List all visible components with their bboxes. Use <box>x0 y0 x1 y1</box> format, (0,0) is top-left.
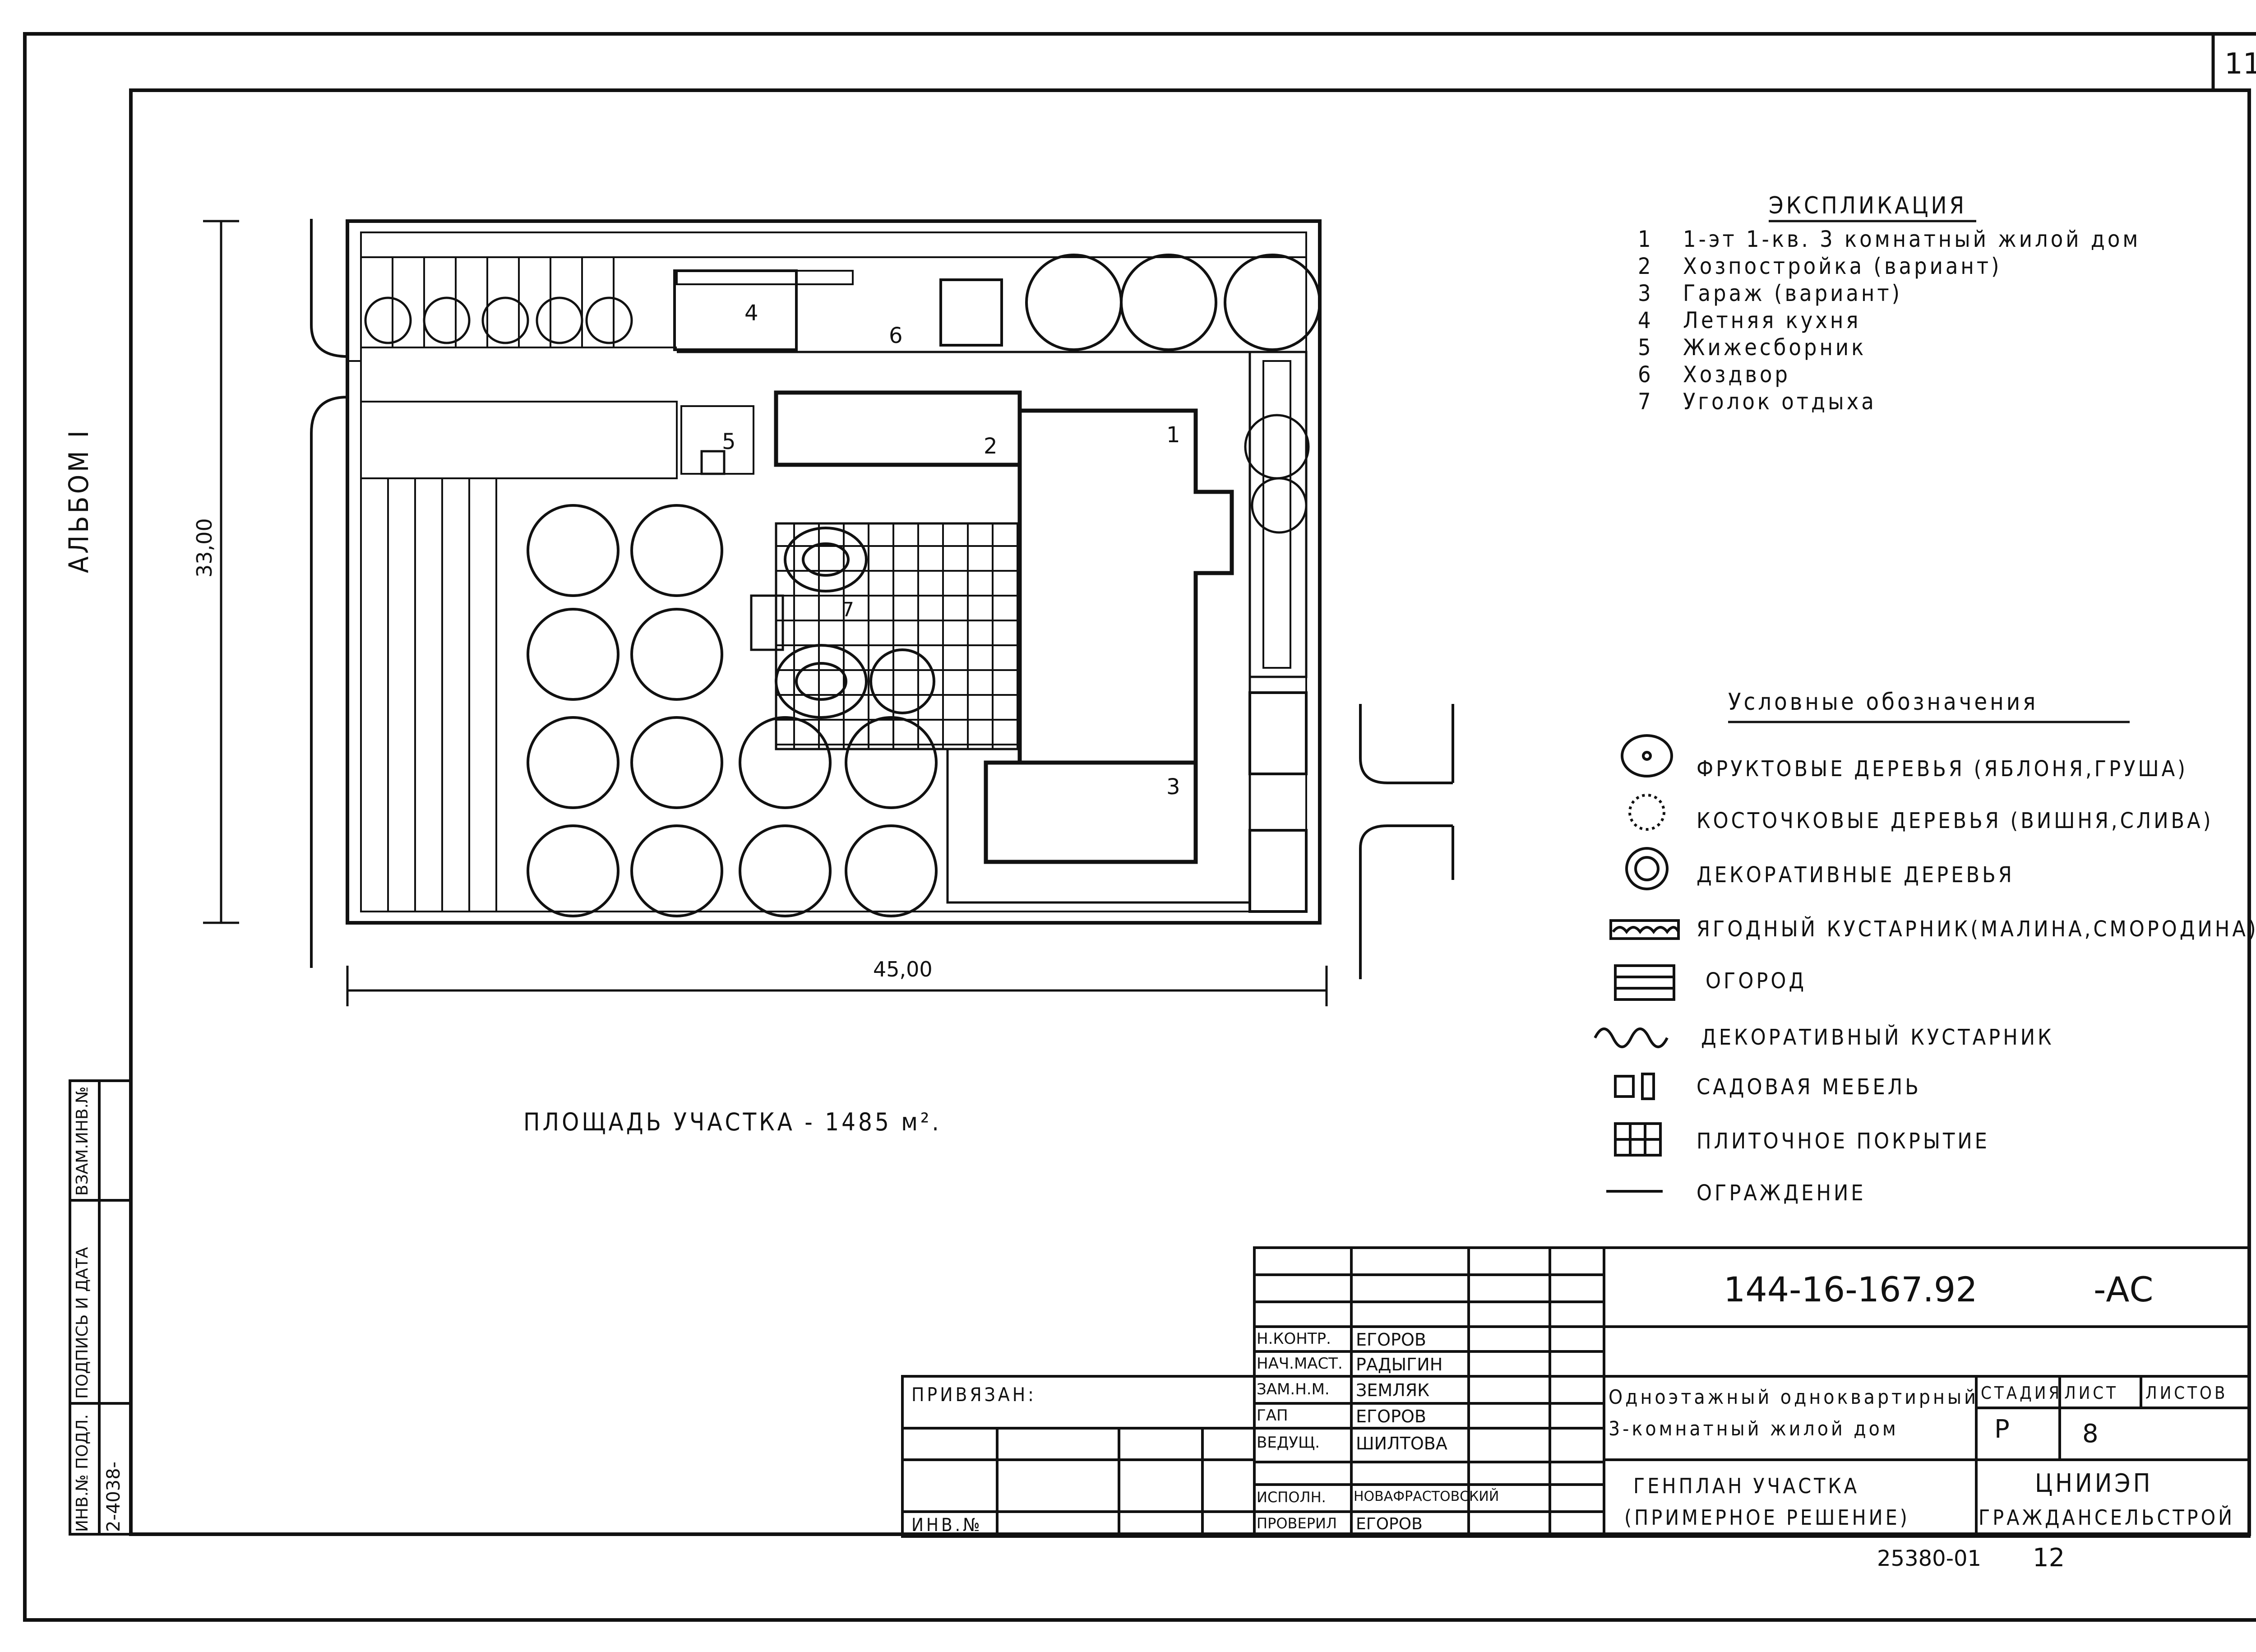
side-label-vzam-inv: ВЗАМ.ИНВ.№ <box>73 1086 92 1196</box>
fruit-tree-icon <box>1621 734 1673 777</box>
footer-page: 12 <box>2033 1543 2065 1573</box>
name-n-kontr: ЕГОРОВ <box>1356 1330 1426 1350</box>
name-gap: ЕГОРОВ <box>1356 1407 1426 1426</box>
bound-label: ПРИВЯЗАН: <box>911 1384 1036 1406</box>
side-value: 2-4038- <box>103 1461 124 1532</box>
name-ispoln: НОВАФРАСТОВСКИЙ <box>1354 1489 1499 1504</box>
sheet-label: ЛИСТ <box>2064 1383 2119 1403</box>
sheet-title-line-2: (ПРИМЕРНОЕ РЕШЕНИЕ) <box>1624 1505 1910 1530</box>
decorative-tree-icon <box>1625 847 1669 890</box>
plan-label-2: 2 <box>984 434 998 459</box>
plan-label-1: 1 <box>1166 422 1180 448</box>
role-ispoln: ИСПОЛН. <box>1257 1489 1326 1506</box>
legend-item-decorative-trees: ДЕКОРАТИВНЫЕ ДЕРЕВЬЯ <box>1697 862 2015 888</box>
dimension-height: 33,00 <box>192 518 217 578</box>
stage-value: Р <box>1994 1415 2010 1444</box>
sheet-number: 11 <box>2224 47 2256 81</box>
stage-label: СТАДИЯ <box>1981 1383 2062 1403</box>
footer-code: 25380-01 <box>1877 1546 1982 1571</box>
legend-item-decorative-shrubs: ДЕКОРАТИВНЫЙ КУСТАРНИК <box>1701 1025 2054 1050</box>
vegetable-garden-icon <box>1614 964 1675 1001</box>
name-nach-mast: РАДЫГИН <box>1356 1355 1443 1374</box>
object-title-line-2: 3-комнатный жилой дом <box>1609 1417 1899 1440</box>
role-n-kontr: Н.КОНТР. <box>1257 1330 1331 1348</box>
legend-item-tile-paving: ПЛИТОЧНОЕ ПОКРЫТИЕ <box>1697 1129 1990 1154</box>
legend-item-fence: ОГРАЖДЕНИЕ <box>1697 1180 1866 1206</box>
decorative-shrub-icon <box>1594 1027 1669 1048</box>
outer-frame <box>23 32 2256 1622</box>
plan-label-5: 5 <box>722 429 736 454</box>
role-vedushch: ВЕДУЩ. <box>1257 1434 1320 1452</box>
legend-item-berry-shrubs: ЯГОДНЫЙ КУСТАРНИК(МАЛИНА,СМОРОДИНА) <box>1697 916 2256 942</box>
plan-label-7: 7 <box>841 598 854 621</box>
side-label-inv-podl: ИНВ.№ ПОДЛ. <box>73 1414 92 1532</box>
organization-line-2: ГРАЖДАНСЕЛЬСТРОЙ <box>1979 1505 2235 1530</box>
role-gap: ГАП <box>1257 1407 1288 1425</box>
area-text: ПЛОЩАДЬ УЧАСТКА - 1485 м². <box>523 1108 942 1136</box>
legend-item-garden-furniture: САДОВАЯ МЕБЕЛЬ <box>1697 1074 1921 1100</box>
stone-fruit-tree-icon <box>1628 794 1665 831</box>
inner-frame <box>129 88 2251 1536</box>
legend-item-fruit-trees: ФРУКТОВЫЕ ДЕРЕВЬЯ (ЯБЛОНЯ,ГРУША) <box>1697 756 2188 782</box>
document-code: 144-16-167.92 <box>1724 1269 1978 1310</box>
object-title-line-1: Одноэтажный одноквартирный <box>1609 1386 1979 1409</box>
role-nach-mast: НАЧ.МАСТ. <box>1257 1355 1343 1373</box>
title-block-grid <box>69 1079 2251 1538</box>
name-vedushch: ШИЛТОВА <box>1356 1434 1447 1453</box>
garden-furniture-icon <box>1614 1075 1635 1098</box>
side-label-signature-date: ПОДПИСЬ И ДАТА <box>73 1247 92 1399</box>
name-zam-nm: ЗЕМЛЯК <box>1356 1380 1430 1400</box>
role-zam-nm: ЗАМ.Н.М. <box>1257 1380 1330 1398</box>
explication-title: ЭКСПЛИКАЦИЯ <box>1769 192 1967 219</box>
legend-item-vegetable-garden: ОГОРОД <box>1706 968 1807 994</box>
sheets-label: ЛИСТОВ <box>2145 1383 2228 1403</box>
legend-item-stone-fruit-trees: КОСТОЧКОВЫЕ ДЕРЕВЬЯ (ВИШНЯ,СЛИВА) <box>1697 808 2214 833</box>
album-label: АЛЬБОМ I <box>63 428 95 573</box>
plan-label-6: 6 <box>889 323 903 348</box>
name-proveril: ЕГОРОВ <box>1356 1515 1423 1533</box>
plan-label-4: 4 <box>744 301 758 326</box>
legend-title: Условные обозначения <box>1728 689 2039 716</box>
plan-label-3: 3 <box>1166 774 1180 800</box>
organization-line-1: ЦНИИЭП <box>2035 1469 2153 1498</box>
document-code-suffix: -АС <box>2094 1269 2154 1310</box>
dimension-width: 45,00 <box>873 957 933 981</box>
sheet-value: 8 <box>2082 1419 2099 1448</box>
sheet-title-line-1: ГЕНПЛАН УЧАСТКА <box>1633 1474 1860 1498</box>
role-proveril: ПРОВЕРИЛ <box>1257 1515 1337 1532</box>
inventory-label: ИНВ.№ <box>911 1515 983 1536</box>
site-boundary <box>346 219 1322 925</box>
